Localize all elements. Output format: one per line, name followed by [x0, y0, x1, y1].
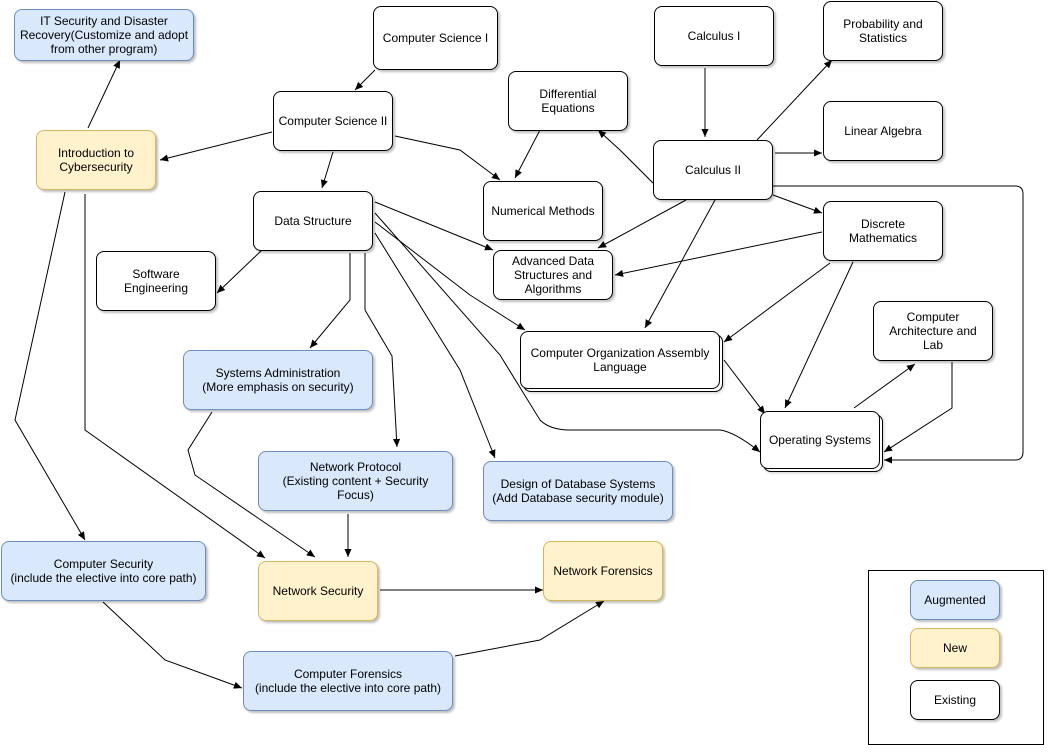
edge-ds-advanced-ds: [374, 201, 494, 251]
node-database-design: Design of Database Systems (Add Database…: [483, 461, 673, 521]
edge-comp-security-comp-forensics: [102, 601, 243, 689]
edge-diffeq-numerical: [514, 129, 541, 179]
node-numerical-methods: Numerical Methods: [483, 181, 603, 241]
node-linear-algebra: Linear Algebra: [823, 101, 943, 161]
edge-comp-forensics-net-forensics: [454, 600, 605, 657]
edge-ds-os: [374, 212, 761, 453]
node-computer-science-2: Computer Science II: [273, 91, 393, 151]
edge-calc2-diffeq: [597, 129, 656, 186]
edge-sys-admin-net-security: [187, 411, 316, 558]
legend-augmented: Augmented: [910, 580, 1000, 620]
edge-ds-comp-org: [374, 221, 526, 331]
node-calculus-1: Calculus I: [654, 6, 774, 66]
node-systems-administration: Systems Administration (More emphasis on…: [183, 350, 373, 410]
node-network-security: Network Security: [258, 561, 378, 621]
node-discrete-mathematics: Discrete Mathematics: [823, 201, 943, 261]
edge-cs2-intro-cyber: [159, 131, 273, 162]
edge-ds-net-protocol: [364, 253, 401, 448]
node-computer-architecture: Computer Architecture and Lab: [873, 301, 993, 361]
node-intro-cybersecurity: Introduction to Cybersecurity: [36, 130, 156, 190]
edge-ds-db-design: [374, 232, 496, 459]
edge-calc2-os: [773, 185, 1024, 464]
node-computer-science-1: Computer Science I: [373, 6, 498, 70]
node-computer-organization: Computer Organization Assembly Language: [520, 331, 720, 389]
edge-intro-cyber-it-security: [87, 59, 121, 129]
edge-cs2-numerical: [394, 135, 501, 181]
edge-discrete-os: [784, 261, 854, 409]
edge-calc2-advanced-ds: [597, 199, 687, 249]
node-operating-systems: Operating Systems: [760, 411, 880, 469]
node-advanced-data-structures: Advanced Data Structures and Algorithms: [493, 250, 613, 300]
legend-new: New: [910, 628, 1000, 668]
edge-ds-sys-admin: [309, 253, 351, 349]
node-data-structure: Data Structure: [253, 191, 373, 251]
legend-existing: Existing: [910, 680, 1000, 720]
edge-cs2-data-structure: [320, 151, 334, 189]
node-software-engineering: Software Engineering: [96, 251, 216, 311]
node-differential-equations: Differential Equations: [508, 71, 628, 131]
edge-cs1-cs2: [354, 69, 376, 91]
edge-discrete-advanced-ds: [614, 231, 823, 277]
node-computer-security: Computer Security (include the elective …: [1, 541, 206, 601]
edge-calc2-discrete-math: [772, 194, 823, 214]
edge-ds-software-eng: [216, 249, 263, 294]
node-network-protocol: Network Protocol (Existing content + Sec…: [258, 451, 453, 511]
node-computer-forensics: Computer Forensics (include the elective…: [243, 651, 453, 711]
edge-intro-cyber-comp-security: [14, 191, 86, 541]
node-calculus-2: Calculus II: [653, 140, 773, 200]
node-it-security: IT Security and Disaster Recovery(Custom…: [14, 9, 194, 61]
edge-os-comp-arch: [853, 363, 916, 409]
edge-comp-org-os: [723, 359, 766, 415]
node-probability-statistics: Probability and Statistics: [823, 1, 943, 61]
edge-calc2-comp-org: [644, 199, 716, 329]
node-network-forensics: Network Forensics: [543, 541, 663, 601]
edge-intro-cyber-net-security: [84, 194, 266, 559]
edge-comp-arch-os: [883, 362, 953, 453]
edge-discrete-comp-org: [723, 262, 831, 343]
edge-calc2-prob-stats: [756, 59, 833, 141]
